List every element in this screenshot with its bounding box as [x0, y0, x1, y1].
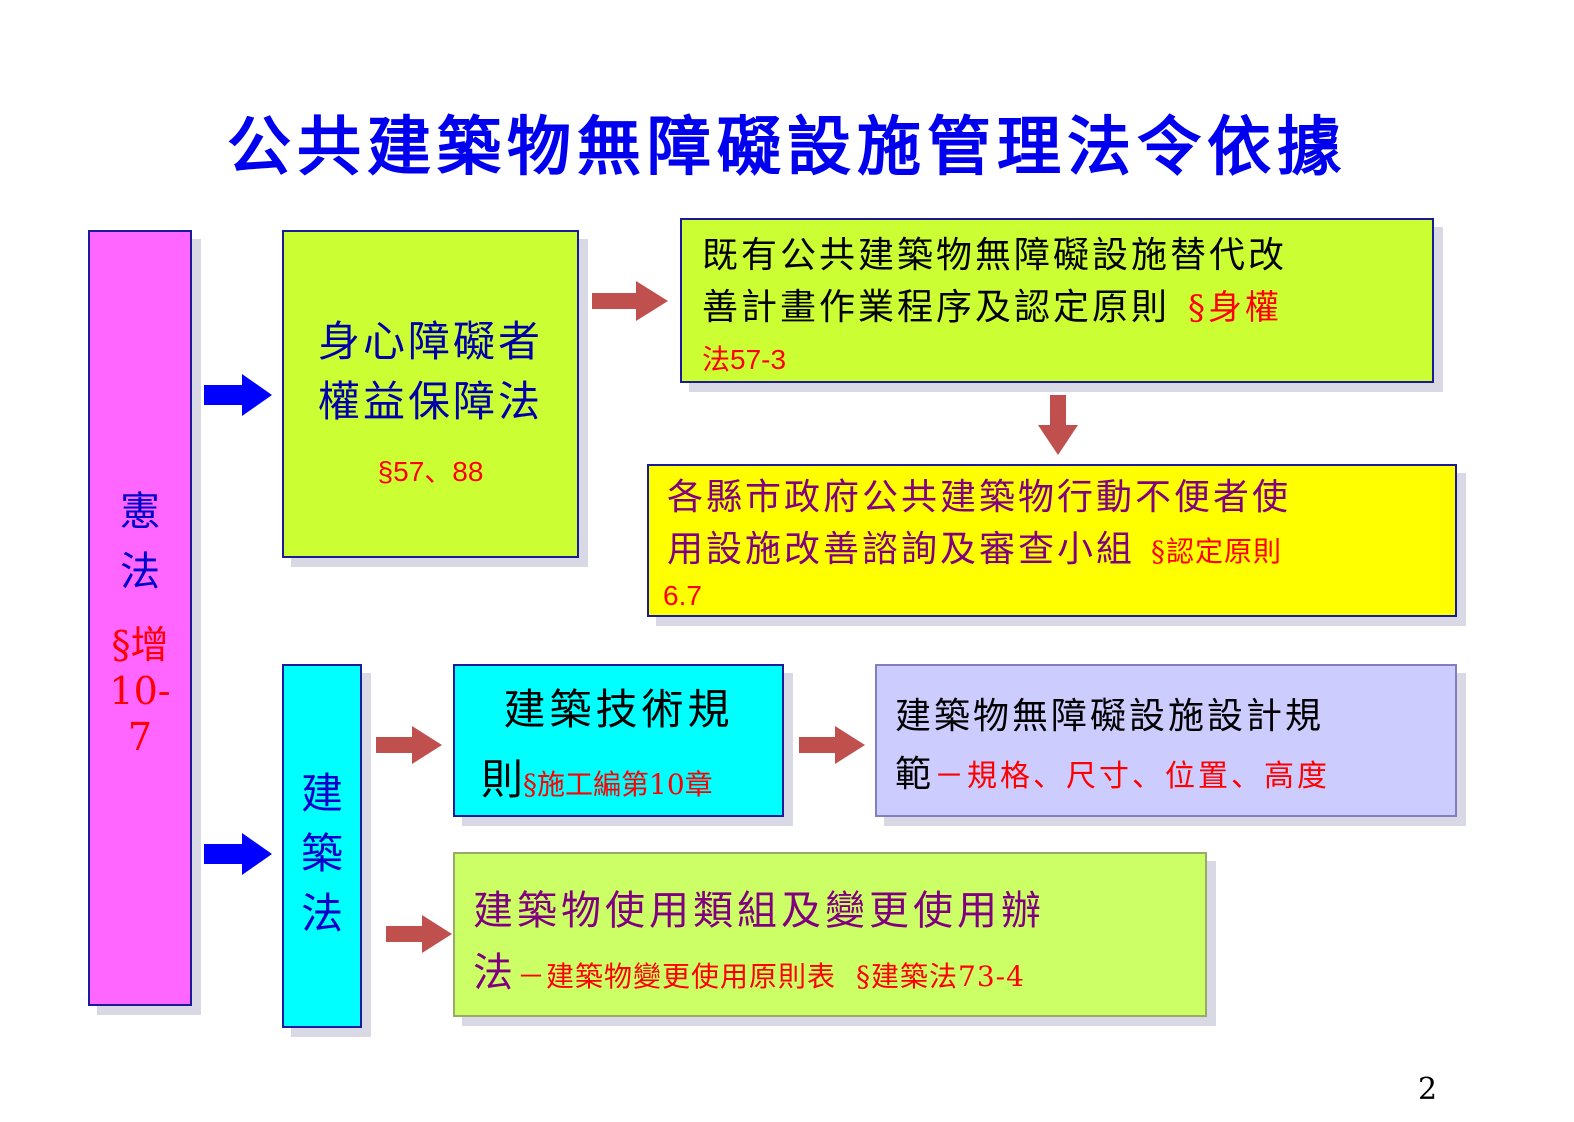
- use-change-note: －建築物變更使用原則表: [517, 960, 837, 993]
- use-change-ref: §建築法73-4: [856, 960, 1025, 993]
- arrow-down-icon: [1038, 395, 1078, 455]
- design-spec-note: －規格、尺寸、位置、高度: [934, 759, 1331, 794]
- tech-rules-ref: §施工編第10章: [523, 768, 713, 801]
- disability-rights-law-box: 身心障礙者 權益保障法 §57、88: [282, 230, 579, 558]
- arrow-right-icon: [376, 726, 442, 764]
- consult-group-line2: 用設施改善諮詢及審查小組: [667, 529, 1136, 570]
- constitution-ref-line3: 7: [127, 715, 153, 759]
- arrow-right-icon: [386, 915, 452, 953]
- tech-rules-line2: 則: [481, 755, 524, 804]
- disability-law-ref: §57、88: [377, 456, 484, 487]
- disability-law-line1: 身心障礙者: [317, 317, 543, 366]
- accessible-design-spec-box: 建築物無障礙設施設計規 範－規格、尺寸、位置、高度: [875, 664, 1457, 817]
- arrow-right-icon: [799, 726, 865, 764]
- consult-group-ref-cont: 6.7: [663, 580, 702, 611]
- arrow-right-icon: [204, 374, 272, 416]
- disability-law-line2: 權益保障法: [317, 377, 543, 426]
- constitution-ref-line2: 10-: [109, 669, 171, 713]
- existing-plan-ref-cont: 法57-3: [702, 344, 787, 375]
- use-change-line2: 法: [473, 950, 517, 996]
- constitution-label-line1: 憲: [120, 489, 160, 535]
- existing-plan-ref: §身權: [1188, 288, 1283, 328]
- consultation-group-box: 各縣市政府公共建築物行動不便者使 用設施改善諮詢及審查小組 §認定原則 6.7: [647, 464, 1457, 617]
- consult-group-line1: 各縣市政府公共建築物行動不便者使: [667, 477, 1292, 518]
- building-act-box: 建 築 法: [282, 664, 362, 1028]
- existing-plan-line2: 善計畫作業程序及認定原則: [702, 287, 1171, 328]
- building-act-line1: 建: [300, 769, 343, 818]
- use-change-regulation-box: 建築物使用類組及變更使用辦 法－建築物變更使用原則表 §建築法73-4: [453, 852, 1207, 1017]
- constitution-ref-line1: §增: [111, 623, 169, 667]
- consult-group-ref: §認定原則: [1151, 535, 1283, 568]
- tech-rules-line1: 建築技術規: [503, 685, 734, 734]
- constitution-box: 憲 法 §增 10- 7: [88, 230, 192, 1006]
- design-spec-line2: 範: [895, 754, 935, 795]
- building-act-line2: 築: [300, 829, 343, 878]
- arrow-right-icon: [204, 833, 272, 875]
- constitution-label-line2: 法: [120, 549, 160, 595]
- design-spec-line1: 建築物無障礙設施設計規: [895, 696, 1325, 737]
- page-title: 公共建築物無障礙設施管理法令依據: [227, 111, 1347, 185]
- building-technical-rules-box: 建築技術規 則§施工編第10章: [453, 664, 784, 817]
- arrow-right-icon: [592, 281, 668, 321]
- page-number: 2: [1418, 1072, 1438, 1107]
- existing-building-plan-box: 既有公共建築物無障礙設施替代改 善計畫作業程序及認定原則 §身權 法57-3: [680, 218, 1434, 383]
- existing-plan-line1: 既有公共建築物無障礙設施替代改: [702, 235, 1288, 276]
- building-act-line3: 法: [300, 889, 343, 938]
- use-change-line1: 建築物使用類組及變更使用辦: [473, 888, 1045, 934]
